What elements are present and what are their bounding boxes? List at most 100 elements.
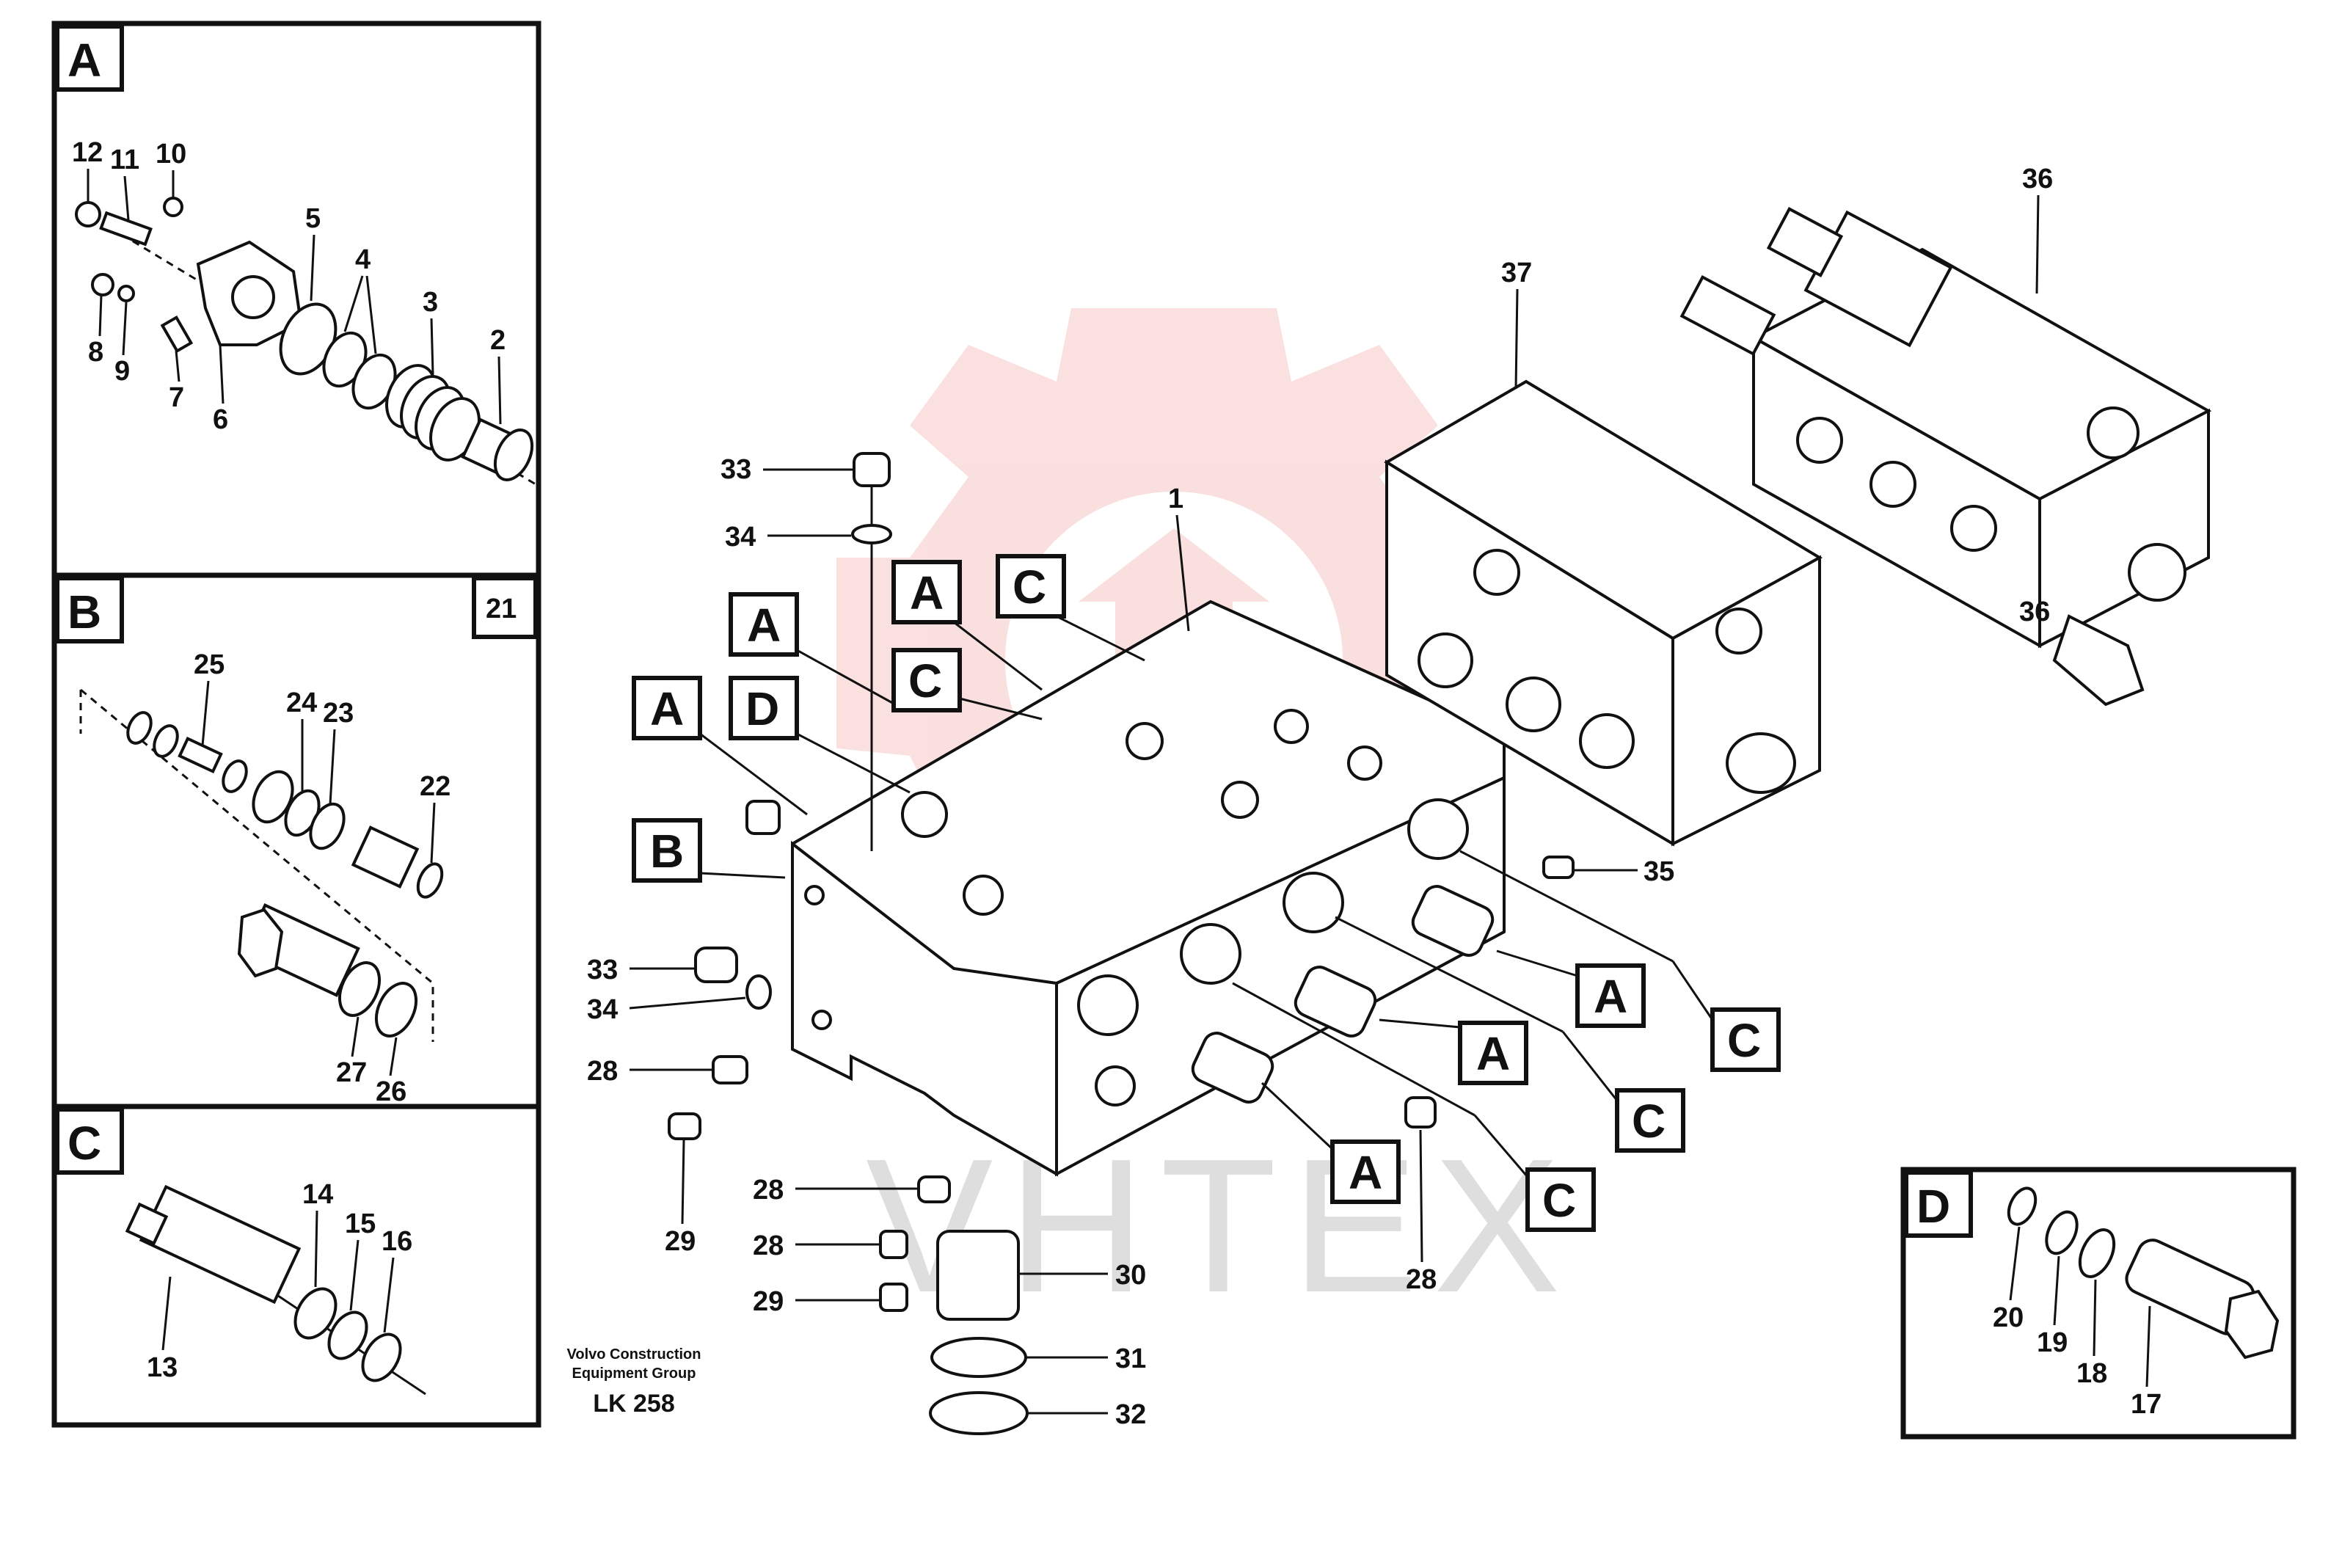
part-19-ring <box>2045 1210 2079 1255</box>
part-28-plug-a <box>712 1055 748 1084</box>
part-12-nut <box>75 201 101 227</box>
callout-right-c1-leader <box>1459 850 1674 963</box>
part-b-ring-1 <box>126 711 153 745</box>
part-30-plug <box>936 1230 1020 1321</box>
part-b-sleeve <box>351 825 420 889</box>
callout-d1: D <box>745 682 779 735</box>
part-36-elbow <box>2052 614 2145 707</box>
part-36-assembly <box>1679 207 2212 707</box>
callout-c2-box <box>891 648 962 712</box>
panel-b-parts <box>79 688 444 1042</box>
callout-top-c: C <box>1013 561 1046 613</box>
label-part-4: 4 <box>355 244 371 275</box>
callout-a2-leader <box>796 649 896 706</box>
label-part-19: 19 <box>2037 1327 2068 1358</box>
part-main-cartridge-a1 <box>1411 885 1495 957</box>
label-part-17: 17 <box>2131 1389 2162 1420</box>
callout-right-a3-box <box>1330 1139 1401 1204</box>
panel-b-frame <box>51 572 541 1109</box>
part-7-bolt <box>160 315 194 354</box>
leader-22 <box>430 802 436 864</box>
part-29-plug-a <box>668 1112 701 1140</box>
part-36-fitting-1 <box>2087 406 2140 459</box>
part-26-ring <box>374 982 418 1038</box>
label-part-33-side: 33 <box>587 955 618 985</box>
label-part-28-d: 28 <box>1406 1264 1437 1295</box>
panel-b-labels: 25 24 23 22 27 26 <box>194 649 450 1107</box>
panel-d-tag-box <box>1904 1170 1973 1238</box>
callout-a3-box <box>632 676 702 740</box>
callout-b1: B <box>650 825 684 878</box>
callout-right-a3-leader <box>1261 1082 1334 1151</box>
part-28-plug-d <box>1404 1096 1437 1128</box>
label-part-36-lower: 36 <box>2019 597 2050 627</box>
panel-d-parts <box>2007 1186 2280 1360</box>
label-part-22: 22 <box>420 771 450 802</box>
part-3-spring <box>385 364 481 462</box>
part-33-plug-top <box>853 452 891 487</box>
part-1-port-top-1 <box>901 791 948 838</box>
label-part-25: 25 <box>194 649 225 680</box>
leader-17 <box>2145 1305 2151 1388</box>
label-part-33-top: 33 <box>721 454 751 485</box>
part-1-port-top-5 <box>1221 781 1259 819</box>
leader-19 <box>2053 1255 2060 1326</box>
panel-b-ref-box <box>472 576 538 639</box>
callout-b1-leader <box>699 872 786 879</box>
main-callouts: A C A C A D B A C A C A <box>632 554 1781 1232</box>
callout-right-c1-box <box>1710 1007 1781 1072</box>
label-part-24: 24 <box>286 688 317 718</box>
label-part-12: 12 <box>72 137 103 168</box>
panel-a-parts <box>75 197 536 486</box>
label-part-10: 10 <box>156 139 186 169</box>
label-part-29-a: 29 <box>665 1226 696 1257</box>
part-13-tip <box>125 1202 169 1246</box>
part-27-ring <box>338 961 382 1017</box>
part-1-port-side-2 <box>1180 923 1241 985</box>
label-part-28-b: 28 <box>753 1175 784 1206</box>
panel-d: D <box>1900 1167 2297 1440</box>
part-16-ring <box>361 1332 402 1382</box>
part-37-fitting <box>1726 732 1796 794</box>
callout-right-a1-box <box>1575 963 1646 1028</box>
callout-right-c3-box <box>1525 1167 1596 1232</box>
part-36-port-1 <box>1796 417 1843 464</box>
part-20-ring <box>2007 1186 2038 1226</box>
callout-c2: C <box>908 654 942 707</box>
leader-27 <box>351 1016 360 1057</box>
part-1-right-face <box>1055 775 1506 1177</box>
callout-d1-box <box>729 676 799 740</box>
leader-6 <box>219 344 225 404</box>
leader-7 <box>175 350 180 382</box>
part-35-plug <box>1542 856 1575 879</box>
callout-right-a3: A <box>1349 1146 1382 1199</box>
callout-right-c2: C <box>1632 1095 1666 1148</box>
label-part-8: 8 <box>88 337 103 368</box>
part-34-ring-side <box>745 974 772 1010</box>
part-1-valve-block <box>791 599 1506 1177</box>
leader-37 <box>1514 288 1519 390</box>
label-part-1: 1 <box>1168 484 1183 514</box>
label-part-14: 14 <box>302 1179 333 1210</box>
label-part-37: 37 <box>1501 258 1532 288</box>
part-37-port-4 <box>1579 713 1635 769</box>
part-22-ring <box>416 862 444 899</box>
part-main-cartridge-a2 <box>1294 966 1377 1038</box>
label-part-18: 18 <box>2076 1358 2107 1389</box>
part-36-fitting-2 <box>2128 543 2186 602</box>
part-37-port-3 <box>1506 677 1561 732</box>
leader-15 <box>349 1239 360 1311</box>
part-28-plug-b <box>917 1175 951 1203</box>
leader-9 <box>122 302 128 356</box>
callout-c2-leader <box>959 697 1043 721</box>
leader-4b <box>365 275 377 354</box>
label-part-32: 32 <box>1115 1399 1146 1430</box>
leader-36-top <box>2035 194 2040 294</box>
main-part-labels: 1 33 34 33 34 28 29 28 28 29 30 31 32 28… <box>587 164 2053 1430</box>
label-part-6: 6 <box>213 404 228 435</box>
panel-d-labels: 20 19 18 17 <box>1993 1226 2162 1420</box>
part-6-cover-hole <box>231 275 275 319</box>
part-1-port-front-3 <box>811 1010 832 1030</box>
part-18-ring <box>2078 1228 2116 1278</box>
leader-5 <box>310 234 315 302</box>
